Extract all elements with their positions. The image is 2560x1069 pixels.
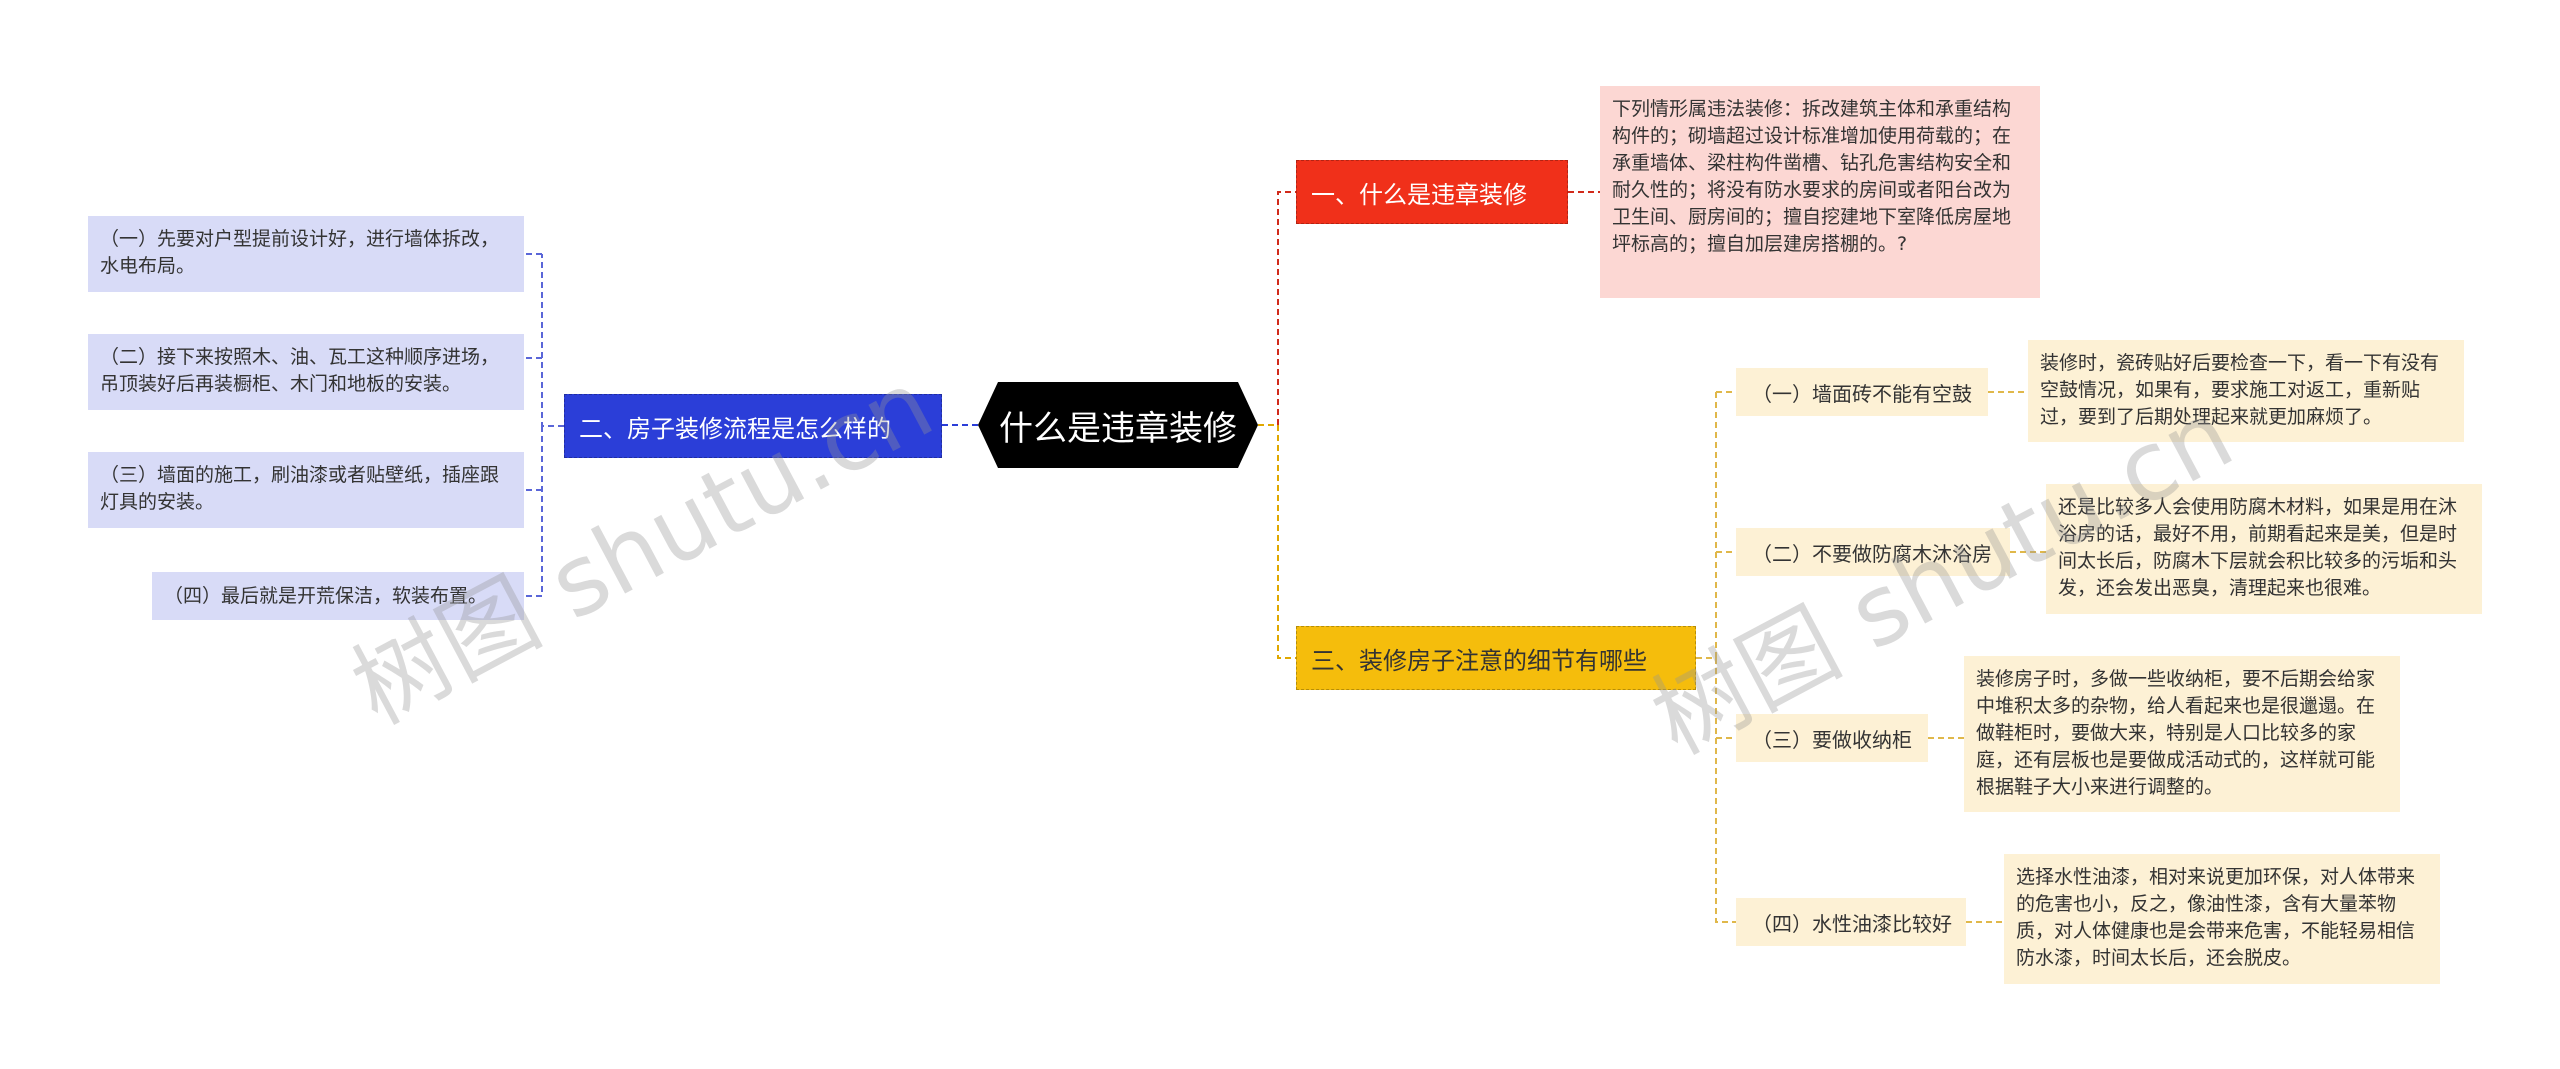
branch3-item-1[interactable]: （一）墙面砖不能有空鼓 bbox=[1736, 368, 1988, 416]
branch-node-what-is-illegal-renovation[interactable]: 一、什么是违章装修 bbox=[1296, 160, 1568, 224]
branch3-item-1-leaf[interactable]: 装修时，瓷砖贴好后要检查一下，看一下有没有空鼓情况，如果有，要求施工对返工，重新… bbox=[2028, 340, 2464, 442]
branch2-leaf-3[interactable]: （三）墙面的施工，刷油漆或者贴壁纸，插座跟灯具的安装。 bbox=[88, 452, 524, 528]
branch2-leaf-1[interactable]: （一）先要对户型提前设计好，进行墙体拆改，水电布局。 bbox=[88, 216, 524, 292]
connector-root-branch3 bbox=[1258, 424, 1296, 659]
connector-branch2-leaves bbox=[524, 253, 564, 597]
branch3-item-4-leaf[interactable]: 选择水性油漆，相对来说更加环保，对人体带来的危害也小，反之，像油性漆，含有大量苯… bbox=[2004, 854, 2440, 984]
branch3-item-2-leaf[interactable]: 还是比较多人会使用防腐木材料，如果是用在沐浴房的话，最好不用，前期看起来是美，但… bbox=[2046, 484, 2482, 614]
root-node[interactable]: 什么是违章装修 bbox=[978, 382, 1258, 468]
connector-root-branch1 bbox=[1258, 191, 1296, 426]
branch-node-renovation-process[interactable]: 二、房子装修流程是怎么样的 bbox=[564, 394, 942, 458]
branch3-item-3-leaf[interactable]: 装修房子时，多做一些收纳柜，要不后期会给家中堆积太多的杂物，给人看起来也是很邋遢… bbox=[1964, 656, 2400, 812]
branch3-item-2[interactable]: （二）不要做防腐木沐浴房 bbox=[1736, 528, 2010, 576]
branch-node-renovation-details[interactable]: 三、装修房子注意的细节有哪些 bbox=[1296, 626, 1696, 690]
connector-branch3-items bbox=[1696, 391, 1736, 923]
branch3-item-4[interactable]: （四）水性油漆比较好 bbox=[1736, 898, 1966, 946]
branch3-item-3[interactable]: （三）要做收纳柜 bbox=[1736, 714, 1928, 762]
branch2-leaf-4[interactable]: （四）最后就是开荒保洁，软装布置。 bbox=[152, 572, 524, 620]
branch2-leaf-2[interactable]: （二）接下来按照木、油、瓦工这种顺序进场，吊顶装好后再装橱柜、木门和地板的安装。 bbox=[88, 334, 524, 410]
branch1-leaf-text[interactable]: 下列情形属违法装修：拆改建筑主体和承重结构构件的；砌墙超过设计标准增加使用荷载的… bbox=[1600, 86, 2040, 298]
